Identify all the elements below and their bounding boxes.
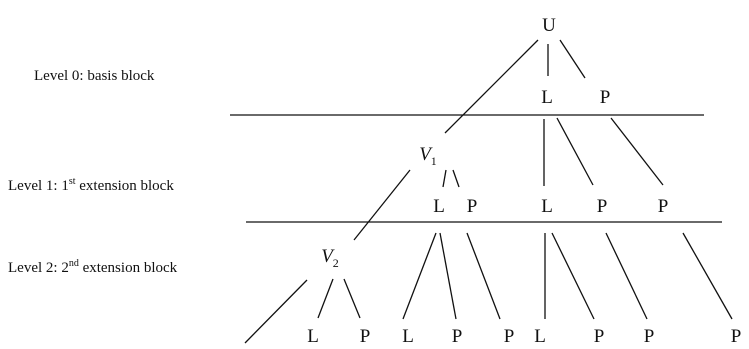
node-p-level1-a: P [467,196,478,217]
node-v1: V1 [419,144,437,168]
edge-v2-out [244,279,308,344]
node-p-level1-c: P [658,196,669,217]
edge-p1c-p2 [682,232,733,320]
node-l-level2-c: L [534,326,546,347]
node-p-level2-e: P [644,326,655,347]
edge-u-p [559,39,586,79]
edge-l1b-p2 [551,232,595,320]
edge-p0-p1 [610,117,664,186]
edge-l1a-l2 [402,232,437,320]
level-0-label: Level 0: basis block [34,68,155,84]
edge-v2-p [343,278,361,319]
node-p-level2-c: P [504,326,515,347]
node-p-level2-a: P [360,326,371,347]
edge-p1b-p2 [605,232,648,320]
edge-l0-p1 [556,117,594,186]
node-p-level1-b: P [597,196,608,217]
node-p-level2-b: P [452,326,463,347]
node-l-level1-b: L [541,196,553,217]
node-p-level2-d: P [594,326,605,347]
edge-v1-v2 [353,169,411,241]
edge-u-v1 [444,39,539,134]
node-p-level2-f: P [731,326,742,347]
edges [244,39,733,344]
edge-p1a-p2 [466,232,501,320]
node-l-level0: L [541,87,553,108]
node-v2: V2 [321,246,339,270]
node-u: U [542,15,556,36]
edge-v1-l [442,169,447,188]
edge-v2-l [317,278,334,319]
level-2-label: Level 2: 2nd extension block [8,258,178,276]
node-l-level1-a: L [433,196,445,217]
node-l-level2-b: L [402,326,414,347]
edge-l1a-p2 [439,232,457,320]
node-l-level2-a: L [307,326,319,347]
edge-v1-p [452,169,460,188]
level-1-label: Level 1: 1st extension block [8,176,174,194]
node-p-level0: P [600,87,611,108]
